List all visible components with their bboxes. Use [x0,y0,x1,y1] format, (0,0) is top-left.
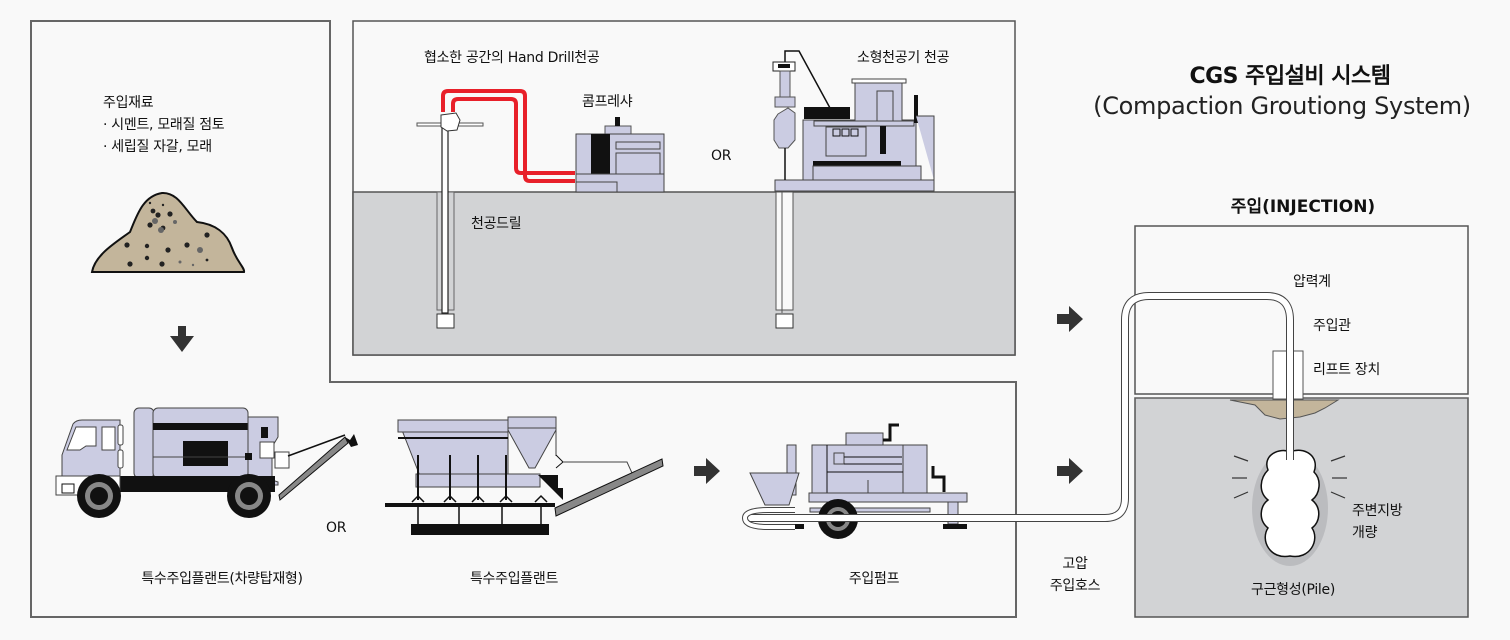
small-drilling-rig-icon [772,50,935,329]
sand-pile-icon [90,191,246,273]
hand-drill-icon [416,89,575,329]
truck-plant-icon [55,407,358,518]
ground-improvement-label: 주변지방 개량 [1352,500,1403,544]
injection-title: 주입(INJECTION) [1230,197,1376,217]
diagram-subtitle: (Compaction Groutiong System) [1093,92,1471,120]
or-label: OR [326,520,347,536]
plant-label: 특수주입플랜트 [469,571,559,587]
hose-label-line: 고압 [1062,556,1088,572]
right-arrow-icon [694,458,720,484]
down-arrow-icon [170,326,194,352]
diagram-title: CGS 주입설비 시스템 [1189,64,1391,89]
pump-label: 주입펌프 [848,571,900,587]
hose-label: 고압 주입호스 [1049,553,1101,597]
right-arrow-icon [1057,306,1083,332]
ground-improvement-line: 개량 [1352,525,1378,541]
materials-block: 주입재료 · 시멘트, 모래질 점토 · 세립질 자갈, 모래 [103,92,225,158]
lift-device-label: 리프트 장치 [1313,362,1381,378]
hand-drill-title: 협소한 공간의 Hand Drill천공 [424,50,600,66]
drilling-panel [352,20,1016,356]
materials-item: · 세립질 자갈, 모래 [103,139,212,155]
truck-plant-label: 특수주입플랜트(차량탑재형) [141,571,303,587]
or-label: OR [711,148,732,164]
injection-pump-icon [749,423,968,539]
injection-pipe-label: 주입관 [1313,318,1351,334]
compressor-label: 콤프레샤 [582,94,633,110]
compressor-icon [575,117,665,193]
injection-panel [741,225,1469,618]
hose-label-line: 주입호스 [1049,578,1101,594]
pressure-gauge-label: 압력계 [1293,274,1331,290]
materials-item: · 시멘트, 모래질 점토 [103,117,225,133]
materials-heading: 주입재료 [103,95,154,111]
right-arrow-icon [1057,458,1083,484]
ground-improvement-line: 주변지방 [1352,503,1403,519]
pile-label: 구근형성(Pile) [1251,582,1335,598]
drill-label: 천공드릴 [471,216,522,232]
small-rig-title: 소형천공기 천공 [857,50,950,66]
injection-plant-icon [385,416,664,535]
